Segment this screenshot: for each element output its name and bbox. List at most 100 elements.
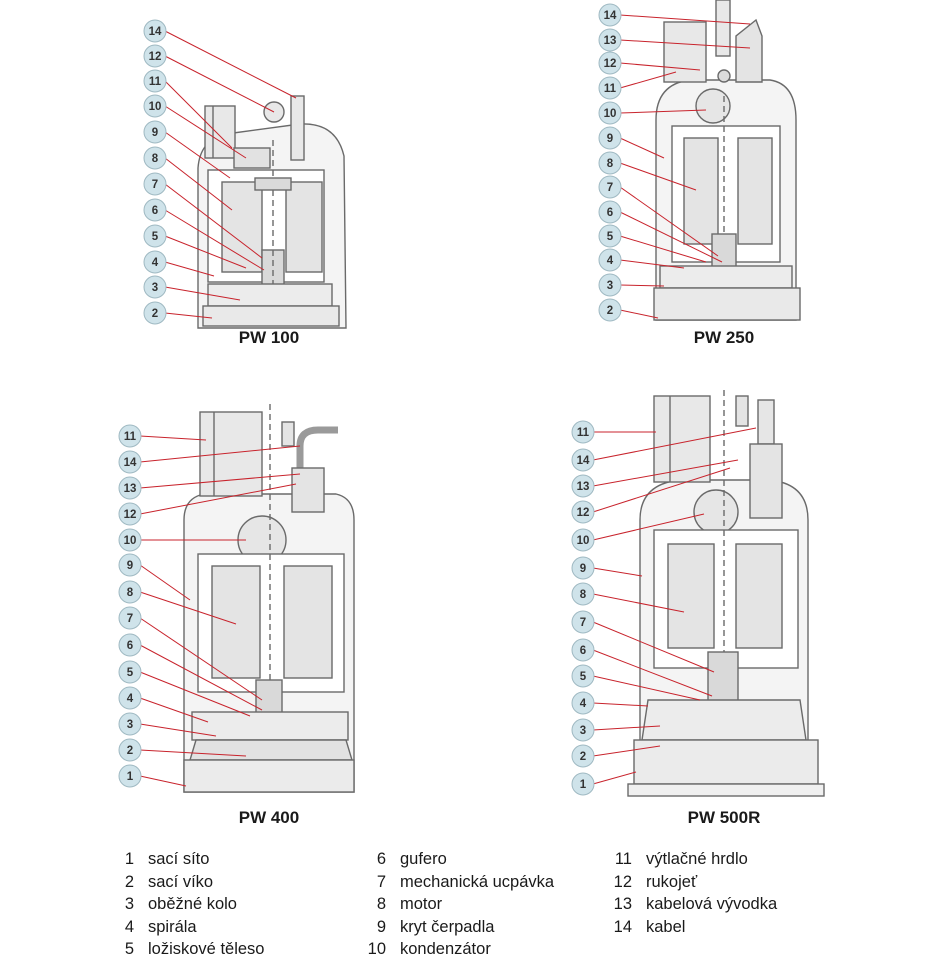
callout-circle-pw100-11 — [143, 69, 167, 93]
legend-item-7: 7 mechanická ucpávka — [360, 871, 554, 894]
callout-number-pw400-10: 10 — [124, 535, 137, 547]
callout-number-pw500r-7: 7 — [580, 617, 586, 629]
leader-line-pw400-8 — [139, 591, 237, 625]
callout-circle-pw400-11 — [118, 424, 142, 448]
callout-number-pw250-12: 12 — [604, 58, 617, 70]
legend-number: 11 — [614, 850, 632, 868]
callout-number-pw250-7: 7 — [607, 182, 613, 194]
legend-label: sací víko — [148, 872, 214, 891]
callout-circle-pw400-5 — [118, 660, 142, 684]
callout-number-pw400-11: 11 — [124, 431, 137, 443]
legend-label: rukojeť — [646, 872, 698, 891]
leader-line-pw400-5 — [139, 671, 251, 717]
callout-circle-pw500r-8 — [571, 582, 595, 606]
pump-drawing-pw100 — [197, 95, 347, 329]
callout-layer: 1412111098765432141312111098765432111413… — [118, 3, 757, 796]
callout-number-pw400-13: 13 — [124, 483, 137, 495]
callout-circle-pw100-10 — [143, 94, 167, 118]
callout-number-pw100-8: 8 — [152, 153, 159, 165]
leader-line-pw500r-10 — [592, 513, 705, 541]
legend-number: 13 — [613, 895, 632, 914]
leader-line-pw100-11 — [164, 80, 233, 149]
legend-number: 12 — [613, 872, 632, 891]
leader-line-pw400-3 — [139, 723, 217, 737]
callout-number-pw250-8: 8 — [607, 158, 614, 170]
callout-number-pw500r-2: 2 — [580, 751, 586, 763]
leader-line-pw250-12 — [619, 62, 701, 71]
callout-circle-pw250-6 — [598, 200, 622, 224]
callout-circle-pw400-10 — [118, 528, 142, 552]
callout-circle-pw500r-12 — [571, 500, 595, 524]
pump-drawing-pw250 — [653, 0, 801, 321]
leader-line-pw500r-14 — [592, 427, 757, 461]
callout-number-pw400-7: 7 — [127, 613, 133, 625]
callout-circle-pw250-10 — [598, 101, 622, 125]
callout-circle-pw250-7 — [598, 175, 622, 199]
callout-number-pw400-3: 3 — [127, 719, 133, 731]
legend-label: kryt čerpadla — [400, 917, 495, 936]
callout-number-pw250-4: 4 — [607, 255, 614, 267]
callout-number-pw500r-1: 1 — [580, 779, 587, 791]
leader-line-pw500r-13 — [592, 459, 739, 487]
leader-line-pw400-11 — [139, 435, 207, 441]
legend-label: sací síto — [148, 850, 210, 868]
callout-number-pw250-3: 3 — [607, 280, 613, 292]
leader-line-pw500r-6 — [592, 649, 713, 697]
callout-circle-pw250-14 — [598, 3, 622, 27]
legend-label: gufero — [400, 850, 447, 868]
callout-number-pw400-1: 1 — [127, 771, 134, 783]
callout-number-pw500r-11: 11 — [577, 427, 590, 439]
callout-circle-pw500r-14 — [571, 448, 595, 472]
leader-line-pw100-6 — [164, 209, 265, 271]
callout-number-pw100-2: 2 — [152, 308, 158, 320]
leader-line-pw100-7 — [164, 183, 263, 259]
callout-circle-pw500r-10 — [571, 528, 595, 552]
callout-circle-pw400-12 — [118, 502, 142, 526]
legend-label: mechanická ucpávka — [400, 872, 555, 891]
callout-circle-pw100-4 — [143, 250, 167, 274]
model-title-pw400: PW 400 — [238, 808, 300, 827]
callout-circle-pw400-3 — [118, 712, 142, 736]
leader-line-pw250-9 — [619, 137, 665, 159]
callout-number-pw250-13: 13 — [604, 35, 617, 47]
leader-line-pw100-12 — [164, 55, 275, 113]
callout-number-pw500r-6: 6 — [580, 645, 586, 657]
callout-circle-pw100-8 — [143, 146, 167, 170]
leader-line-pw250-8 — [619, 162, 697, 191]
legend-label: kabelová vývodka — [646, 895, 778, 914]
callout-number-pw250-5: 5 — [607, 231, 614, 243]
callout-number-pw500r-14: 14 — [577, 455, 590, 467]
leader-line-pw250-7 — [619, 186, 719, 257]
callout-number-pw100-4: 4 — [152, 257, 159, 269]
legend-number: 4 — [124, 917, 134, 936]
leader-line-pw250-4 — [619, 259, 685, 269]
callout-number-pw500r-10: 10 — [577, 535, 590, 547]
callout-circle-pw250-12 — [598, 51, 622, 75]
callout-circle-pw500r-13 — [571, 474, 595, 498]
leader-line-pw250-2 — [619, 309, 659, 319]
leader-line-pw400-4 — [139, 697, 209, 723]
legend-number: 9 — [376, 917, 386, 936]
leader-line-pw250-11 — [619, 71, 677, 89]
callout-circle-pw400-13 — [118, 476, 142, 500]
callout-circle-pw100-9 — [143, 120, 167, 144]
callout-number-pw500r-8: 8 — [580, 589, 587, 601]
legend-number: 7 — [376, 872, 386, 891]
callout-number-pw100-14: 14 — [149, 26, 162, 38]
callout-number-pw500r-5: 5 — [580, 671, 587, 683]
callout-circle-pw250-8 — [598, 151, 622, 175]
callout-number-pw100-12: 12 — [149, 51, 162, 63]
callout-circle-pw500r-7 — [571, 610, 595, 634]
callout-number-pw100-6: 6 — [152, 205, 158, 217]
callout-circle-pw400-14 — [118, 450, 142, 474]
callout-circle-pw400-2 — [118, 738, 142, 762]
callout-number-pw500r-13: 13 — [577, 481, 590, 493]
legend-number: 8 — [376, 895, 386, 914]
